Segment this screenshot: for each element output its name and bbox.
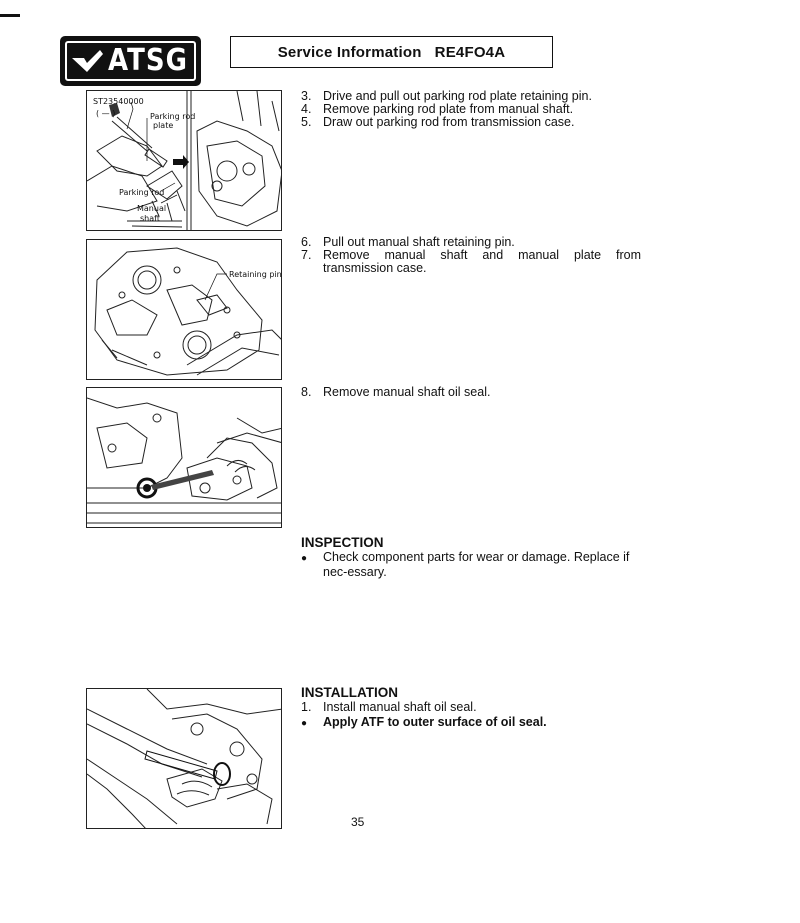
installation-step-1: 1. Install manual shaft oil seal. [301,700,477,714]
page-title: Service Information RE4FO4A [230,36,553,68]
parking-rod-illustration: ST23540000 ( — ) Parking rod plate Parki… [87,91,281,230]
retaining-pin-label: Retaining pin [229,270,282,279]
step-3: 3.Drive and pull out parking rod plate r… [301,89,592,103]
step-7: 7.Remove manual shaft and manual plate f… [301,248,641,275]
manual-shaft-label-2: shaft [140,214,160,223]
bullet-icon: ● [301,553,308,564]
retaining-pin-illustration: Retaining pin [94,247,282,376]
title-text: Service Information [277,43,422,61]
checkmark-icon [72,50,103,72]
removal-steps-group-1: 3.Drive and pull out parking rod plate r… [301,90,641,129]
inspection-text: Check component parts for wear or damage… [323,550,630,579]
figure-oil-seal-install [86,688,282,829]
model-text: RE4FO4A [434,43,506,61]
tool-number-label: ST23540000 [93,97,144,106]
atsg-logo: ATSG [60,36,201,86]
parking-rod-label: Parking rod [119,188,164,197]
step-4: 4.Remove parking rod plate from manual s… [301,102,574,116]
figure-oil-seal-removal [86,387,282,528]
step-8: 8.Remove manual shaft oil seal. [301,385,491,399]
inspection-heading: INSPECTION [301,535,384,550]
parking-rod-plate-label-1: Parking rod [150,112,195,121]
installation-bullet: ● Apply ATF to outer surface of oil seal… [301,715,547,729]
corner-mark [0,14,20,17]
installation-heading: INSTALLATION [301,685,398,700]
oil-seal-removal-illustration [87,397,281,524]
step-6: 6.Pull out manual shaft retaining pin. [301,235,515,249]
bullet-icon: ● [301,718,308,729]
tool-sub-label: ( — ) [96,109,115,118]
manual-shaft-label-1: Manual [137,204,166,213]
page-number: 35 [351,815,365,829]
logo-text: ATSG [108,43,188,79]
figure-parking-rod: ST23540000 ( — ) Parking rod plate Parki… [86,90,282,231]
removal-steps-group-2: 6.Pull out manual shaft retaining pin. 7… [301,236,641,275]
parking-rod-plate-label-2: plate [153,121,173,130]
inspection-item: ● Check component parts for wear or dama… [301,550,641,580]
step-5: 5.Draw out parking rod from transmission… [301,115,575,129]
removal-steps-group-3: 8.Remove manual shaft oil seal. [301,386,641,399]
figure-retaining-pin: Retaining pin [86,239,282,380]
oil-seal-install-illustration [87,689,281,828]
